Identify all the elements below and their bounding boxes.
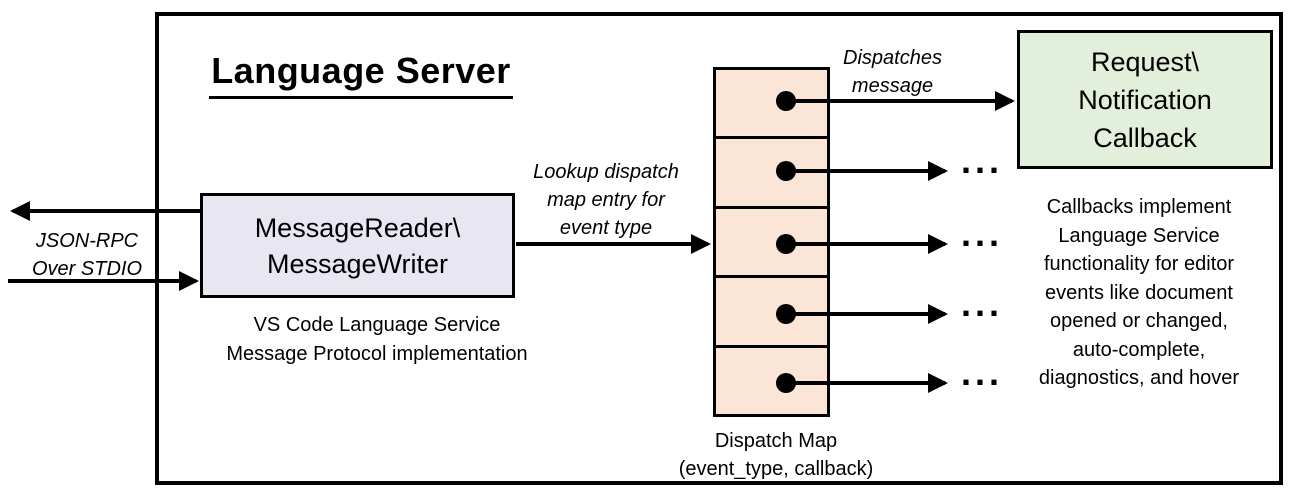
dispatches-label-line1: Dispatches xyxy=(843,47,942,69)
callback-note-line3: functionality for editor xyxy=(1043,253,1235,275)
callback-note-line4: events like document xyxy=(1045,281,1233,304)
callback-note: Callbacks implement Language Service fun… xyxy=(1013,193,1265,393)
message-reader-writer-node: MessageReader\ MessageWriter xyxy=(200,193,515,298)
callback-note-line2: Language Service xyxy=(1058,224,1220,247)
dispatch-map-caption: Dispatch Map (event_type, callback) xyxy=(647,427,905,483)
message-reader-label-line1: MessageReader\ xyxy=(254,212,461,243)
callback-note-line7: diagnostics, and hover xyxy=(1038,367,1240,389)
lookup-label-line2: map entry for xyxy=(547,189,665,211)
callback-note-line1: Callbacks implement xyxy=(1046,196,1232,218)
dispatch-map-cell-2 xyxy=(716,139,827,209)
ellipsis-row-3: ... xyxy=(961,213,1004,254)
dispatch-map-cell-4 xyxy=(716,278,827,348)
dispatch-map-caption-line1: Dispatch Map xyxy=(714,430,838,452)
dispatch-map-cell-5 xyxy=(716,347,827,415)
message-reader-caption: VS Code Language Service Message Protoco… xyxy=(192,311,562,369)
json-rpc-label: JSON-RPC Over STDIO xyxy=(12,227,162,283)
callback-label-line3: Callback xyxy=(1093,122,1197,153)
callback-note-line5: opened or changed, xyxy=(1050,310,1228,332)
dispatches-message-label: Dispatches message xyxy=(810,44,975,100)
dispatch-map-node xyxy=(713,67,830,417)
dispatch-map-caption-line2: (event_type, callback) xyxy=(678,458,874,480)
message-reader-label-line2: MessageWriter xyxy=(266,248,449,279)
json-rpc-label-line1: JSON-RPC xyxy=(35,230,139,252)
dispatches-label-line2: message xyxy=(851,75,934,97)
callback-note-line6: auto-complete, xyxy=(1072,338,1206,361)
lookup-label-line1: Lookup dispatch xyxy=(533,161,679,183)
callback-label-line2: Notification xyxy=(1078,84,1212,115)
lookup-dispatch-label: Lookup dispatch map entry for event type xyxy=(495,158,717,242)
ellipsis-row-5: ... xyxy=(961,352,1004,393)
callback-label-line1: Request\ xyxy=(1090,46,1200,77)
ellipsis-row-2: ... xyxy=(961,140,1004,181)
lookup-label-line3: event type xyxy=(559,217,653,239)
ellipsis-row-4: ... xyxy=(961,283,1004,324)
dispatch-map-cell-3 xyxy=(716,208,827,279)
message-reader-caption-line1: VS Code Language Service xyxy=(253,314,501,336)
dispatch-map-cell-1 xyxy=(716,70,827,140)
diagram-title-text: Language Server xyxy=(209,50,513,99)
diagram-title: Language Server xyxy=(160,50,562,99)
message-reader-caption-line2: Message Protocol implementation xyxy=(226,343,528,365)
request-notification-callback-node: Request\ Notification Callback xyxy=(1017,30,1273,169)
json-rpc-label-line2: Over STDIO xyxy=(31,258,142,280)
